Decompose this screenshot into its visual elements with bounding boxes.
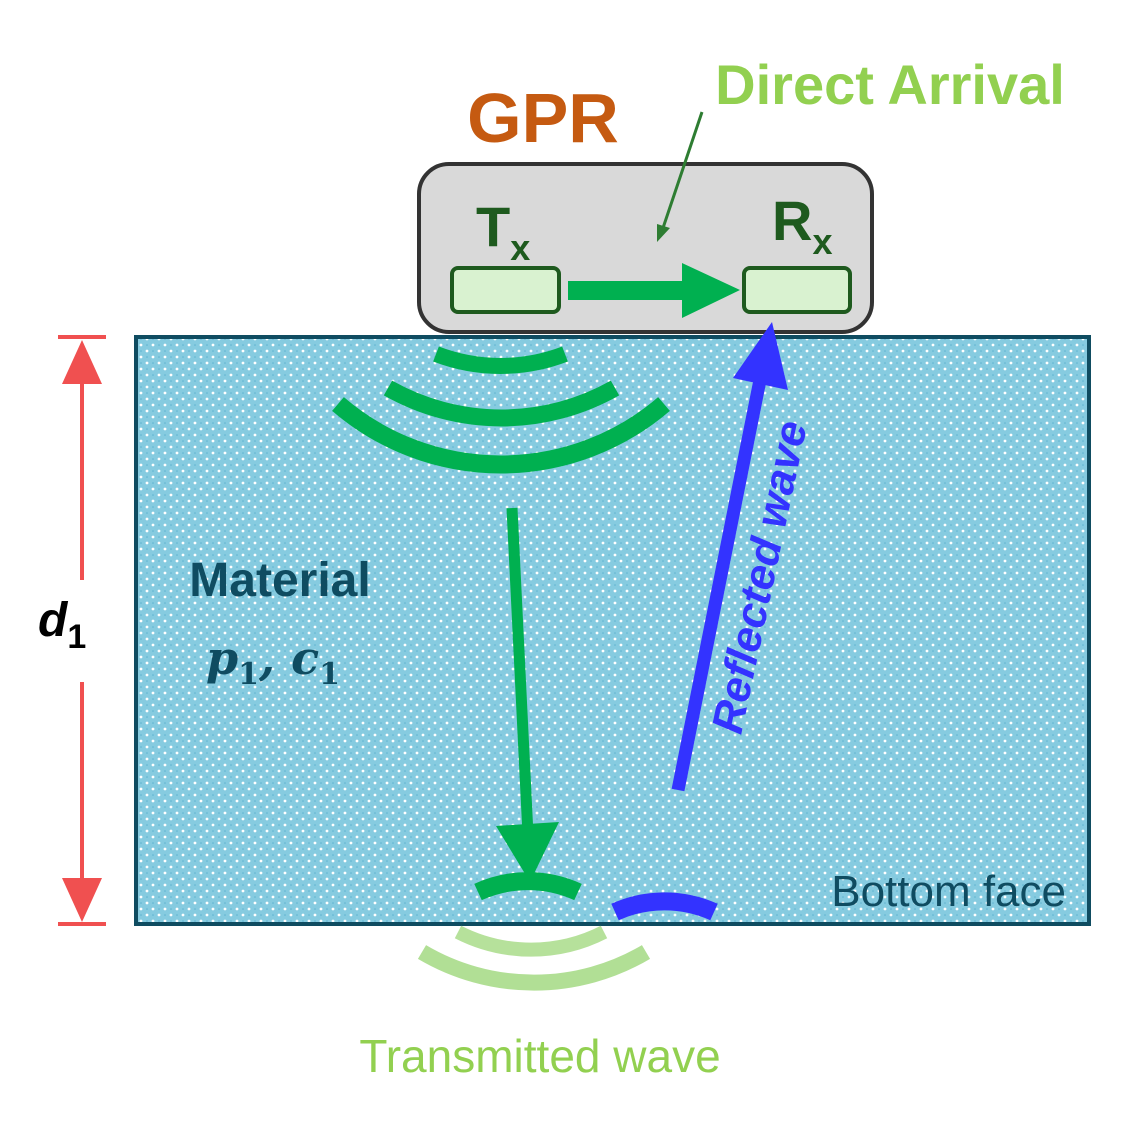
rx-label: Rx bbox=[772, 189, 832, 262]
material-label: Material bbox=[189, 554, 370, 607]
material-sep: , bbox=[258, 631, 291, 685]
tx-label: Tx bbox=[476, 195, 530, 268]
material-properties: p1, c1 bbox=[206, 631, 340, 692]
bottom-incident-wavefront bbox=[474, 872, 582, 901]
tx-antenna bbox=[450, 266, 561, 314]
reflected-wave-arrow bbox=[671, 322, 788, 792]
rx-antenna bbox=[742, 266, 852, 314]
direct-arrival-arrow bbox=[568, 263, 740, 318]
bottom-face-label: Bottom face bbox=[831, 867, 1066, 916]
reflected-wavefront bbox=[611, 892, 718, 921]
tx-label-sub: x bbox=[510, 227, 530, 268]
depth-label: d1 bbox=[38, 594, 86, 656]
depth-label-sub: 1 bbox=[67, 618, 86, 656]
direct-arrival-label: Direct Arrival bbox=[715, 53, 1065, 116]
transmitted-wavefronts bbox=[417, 925, 651, 991]
depth-label-main: d bbox=[38, 594, 69, 647]
emitted-wavefronts bbox=[332, 346, 670, 474]
material-c-sub: 1 bbox=[319, 657, 340, 692]
material-c: c bbox=[291, 631, 319, 685]
rx-label-sub: x bbox=[812, 221, 832, 262]
material-p-sub: 1 bbox=[238, 657, 259, 692]
transmitted-wave-label: Transmitted wave bbox=[359, 1030, 720, 1082]
depth-dimension bbox=[58, 335, 106, 926]
gpr-label: GPR bbox=[467, 79, 619, 157]
incident-wave-arrow bbox=[496, 507, 559, 882]
rx-label-main: R bbox=[772, 189, 812, 252]
direct-arrival-pointer bbox=[657, 111, 704, 242]
tx-label-main: T bbox=[476, 195, 510, 258]
material-p: p bbox=[206, 631, 238, 685]
